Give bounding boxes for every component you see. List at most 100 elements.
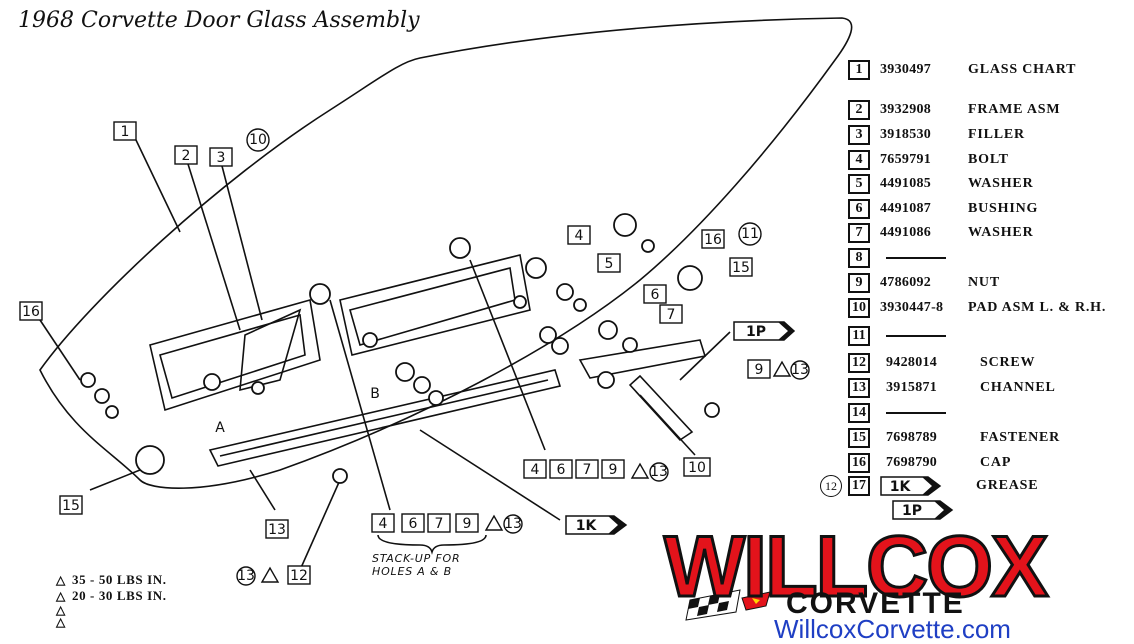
callout-1: 1 xyxy=(121,124,130,140)
circle-label-11: 11 xyxy=(741,226,759,242)
legend-description: NUT xyxy=(968,275,1000,290)
pad-arm xyxy=(578,339,707,379)
callout-7: 7 xyxy=(667,307,676,323)
callout-15l: 15 xyxy=(62,498,80,514)
stack-box-7 xyxy=(427,513,451,533)
grease-1k-tag: 1K xyxy=(880,476,942,496)
page-title: 1968 Corvette Door Glass Assembly xyxy=(18,8,420,33)
legend-description: FRAME ASM xyxy=(968,102,1061,117)
callout-box-3 xyxy=(209,147,233,167)
flag-icon xyxy=(685,589,771,621)
legend-blank-line xyxy=(886,412,946,414)
legend-number: 17 xyxy=(848,476,870,496)
torque-triangle-1b xyxy=(630,462,650,479)
lower-box-9 xyxy=(601,459,625,479)
legend-part-number: 7659791 xyxy=(880,152,932,167)
legend-blank-line xyxy=(886,335,946,337)
legend-number: 8 xyxy=(848,248,870,268)
circle-label-10: 10 xyxy=(249,132,267,148)
callout-9r: 9 xyxy=(755,362,764,378)
callout-box-15u xyxy=(729,257,753,277)
grease-1k-label: 1K xyxy=(890,479,912,495)
callout-10: 10 xyxy=(688,460,706,476)
pad-arm-2 xyxy=(628,374,694,442)
frame-mid-inner xyxy=(349,267,516,346)
legend-number: 15 xyxy=(848,428,870,448)
site-url[interactable]: WillcoxCorvette.com xyxy=(774,614,1011,644)
legend-part-number: 4491085 xyxy=(880,176,932,191)
circle-label-13a: 13 xyxy=(791,362,809,378)
lower-box-6 xyxy=(549,459,573,479)
legend-part-number: 7698789 xyxy=(886,430,938,445)
washer-stack-3 xyxy=(428,390,444,406)
callout-box-15l xyxy=(59,495,83,515)
legend-part-number: 3932908 xyxy=(880,102,932,117)
legend-row-15: 15 7698789 FASTENER xyxy=(848,426,1060,450)
legend-number: 1 xyxy=(848,60,870,80)
legend-description: PAD ASM L. & R.H. xyxy=(968,300,1107,315)
legend-description: FASTENER xyxy=(980,430,1061,445)
stack-up-line-1: STACK-UP FOR xyxy=(372,552,461,565)
callout-16u: 16 xyxy=(704,232,722,248)
torque-triangle-1a xyxy=(772,360,792,377)
callout-box-2 xyxy=(174,145,198,165)
leader-1k xyxy=(419,429,561,521)
legend-number: 14 xyxy=(848,403,870,423)
stack-brace xyxy=(377,534,487,555)
washer-stack-1 xyxy=(395,362,415,382)
washer-mid-2 xyxy=(573,298,587,312)
washer-left-3 xyxy=(105,405,119,419)
callout-15u: 15 xyxy=(732,260,750,276)
arrow-1p-label: 1P xyxy=(746,324,766,340)
legend-description: CAP xyxy=(980,455,1012,470)
stack-box-6 xyxy=(401,513,425,533)
legend-part-number: 3930497 xyxy=(880,62,932,77)
stack-box-4 xyxy=(371,513,395,533)
leader-10 xyxy=(639,394,696,456)
callout-box-9r xyxy=(747,359,771,379)
torque-note-3: △ xyxy=(56,602,72,618)
washer-stack-2 xyxy=(413,376,431,394)
legend-description: BOLT xyxy=(968,152,1009,167)
torque-note-4: △ xyxy=(56,614,72,630)
frame-left-inner xyxy=(159,313,306,400)
callout-box-16l xyxy=(19,301,43,321)
nut-2 xyxy=(704,402,720,418)
circle-label-13d: 13 xyxy=(237,568,255,584)
callout-box-7 xyxy=(659,304,683,324)
torque-note-2: △20 - 30 LBS IN. xyxy=(56,588,167,603)
arrow-1k-label: 1K xyxy=(576,518,598,534)
lower-label-4: 4 xyxy=(531,462,540,478)
legend-number: 4 xyxy=(848,150,870,170)
legend-row-4: 4 7659791 BOLT xyxy=(848,148,1009,172)
circle-13c xyxy=(503,514,523,534)
leader-1 xyxy=(135,139,181,233)
callout-5: 5 xyxy=(605,256,614,272)
bolt-head-mid-2 xyxy=(362,332,378,348)
lower-label-6: 6 xyxy=(557,462,566,478)
legend-row-8: 8 xyxy=(848,246,986,270)
callout-13: 13 xyxy=(268,522,286,538)
legend-number: 9 xyxy=(848,273,870,293)
grease-extra-row: 1P xyxy=(892,498,954,522)
legend-number: 3 xyxy=(848,125,870,145)
cap-upper xyxy=(613,213,637,237)
legend-blank-line xyxy=(886,257,946,259)
frame-left xyxy=(149,298,321,412)
grease-1p-tag: 1P xyxy=(892,500,954,520)
frame-mid xyxy=(339,254,531,356)
legend-part-number: 3915871 xyxy=(886,380,938,395)
circle-11 xyxy=(738,222,762,246)
callout-12: 12 xyxy=(290,568,308,584)
torque-triangle-icon: △ xyxy=(56,589,66,603)
fastener-upper xyxy=(677,265,703,291)
legend-part-number: 3918530 xyxy=(880,127,932,142)
legend-number: 7 xyxy=(848,223,870,243)
lower-label-7: 7 xyxy=(583,462,592,478)
circle-13d xyxy=(236,566,256,586)
